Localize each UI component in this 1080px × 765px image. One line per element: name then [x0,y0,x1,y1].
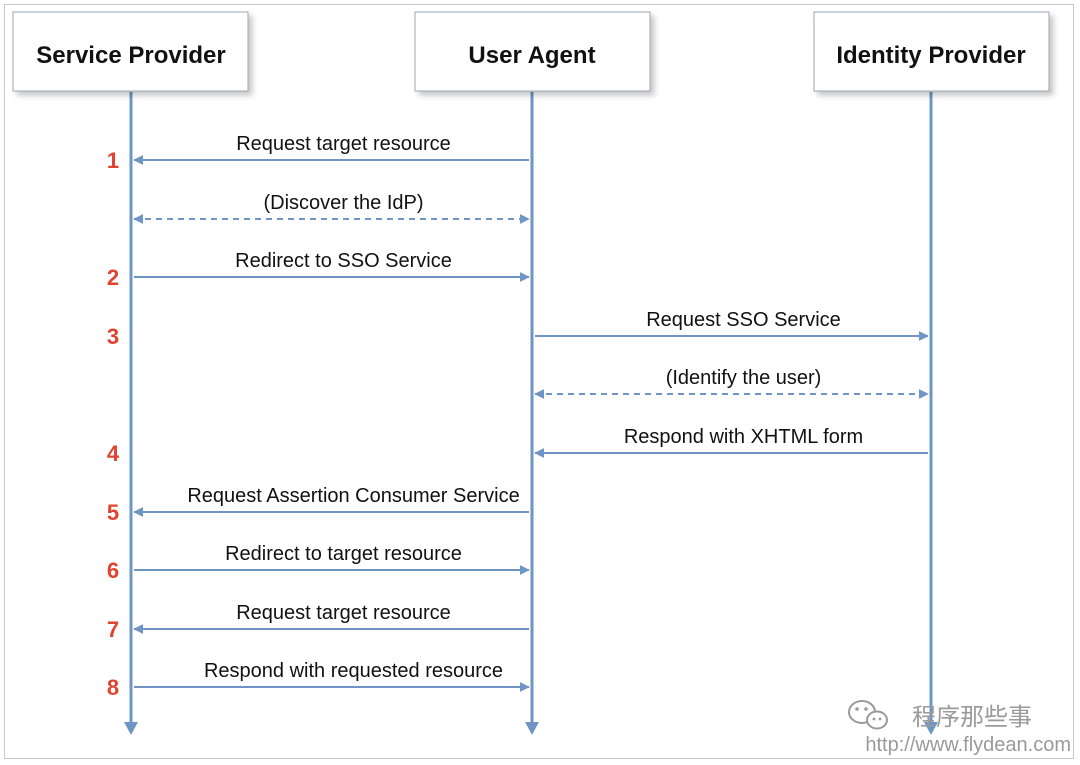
message-label: Redirect to target resource [225,543,462,565]
actor-label-identity-provider: Identity Provider [836,42,1025,69]
lifeline-end-arrow-service-provider [124,722,138,735]
step-number: 1 [107,148,119,173]
lifeline-end-arrow-identity-provider [924,722,938,735]
step-number: 8 [107,675,119,700]
message-label: Request Assertion Consumer Service [187,485,519,507]
message-label: (Identify the user) [666,367,822,389]
messages: Request target resource 1 (Discover the Id… [107,133,929,700]
actor-user-agent: User Agent [414,11,651,92]
actor-service-provider: Service Provider [12,11,249,92]
actor-label-user-agent: User Agent [468,42,595,69]
message-label: Respond with requested resource [204,660,503,682]
step-number: 6 [107,558,119,583]
message-9: Request target resource 7 [107,602,529,642]
step-number: 2 [107,265,119,290]
message-label: Request target resource [236,602,451,624]
step-number: 4 [107,441,120,466]
message-label: Redirect to SSO Service [235,250,452,272]
lifeline-end-arrow-user-agent [525,722,539,735]
message-4: Request SSO Service 3 [107,309,929,349]
actor-label-service-provider: Service Provider [36,42,225,69]
lifelines [124,92,938,735]
message-label: Request SSO Service [646,309,841,331]
diagram-frame [4,4,1074,759]
message-label: Respond with XHTML form [624,426,863,448]
message-6: Respond with XHTML form 4 [107,426,928,466]
message-7: Request Assertion Consumer Service 5 [107,485,529,525]
message-5: (Identify the user) [534,367,929,399]
message-2: (Discover the IdP) [133,192,530,224]
message-label: Request target resource [236,133,451,155]
message-3: Redirect to SSO Service 2 [107,250,530,290]
wechat-icon [848,700,888,730]
actor-identity-provider: Identity Provider [813,11,1050,92]
message-1: Request target resource 1 [107,133,529,173]
watermark-url: http://www.flydean.com [865,734,1071,756]
step-number: 7 [107,617,119,642]
message-label: (Discover the IdP) [263,192,423,214]
message-10: Respond with requested resource 8 [107,660,530,700]
watermark-name: 程序那些事 [912,703,1032,731]
step-number: 5 [107,500,119,525]
step-number: 3 [107,324,119,349]
message-8: Redirect to target resource 6 [107,543,530,583]
watermark: 程序那些事 http://www.flydean.com [848,700,1071,756]
